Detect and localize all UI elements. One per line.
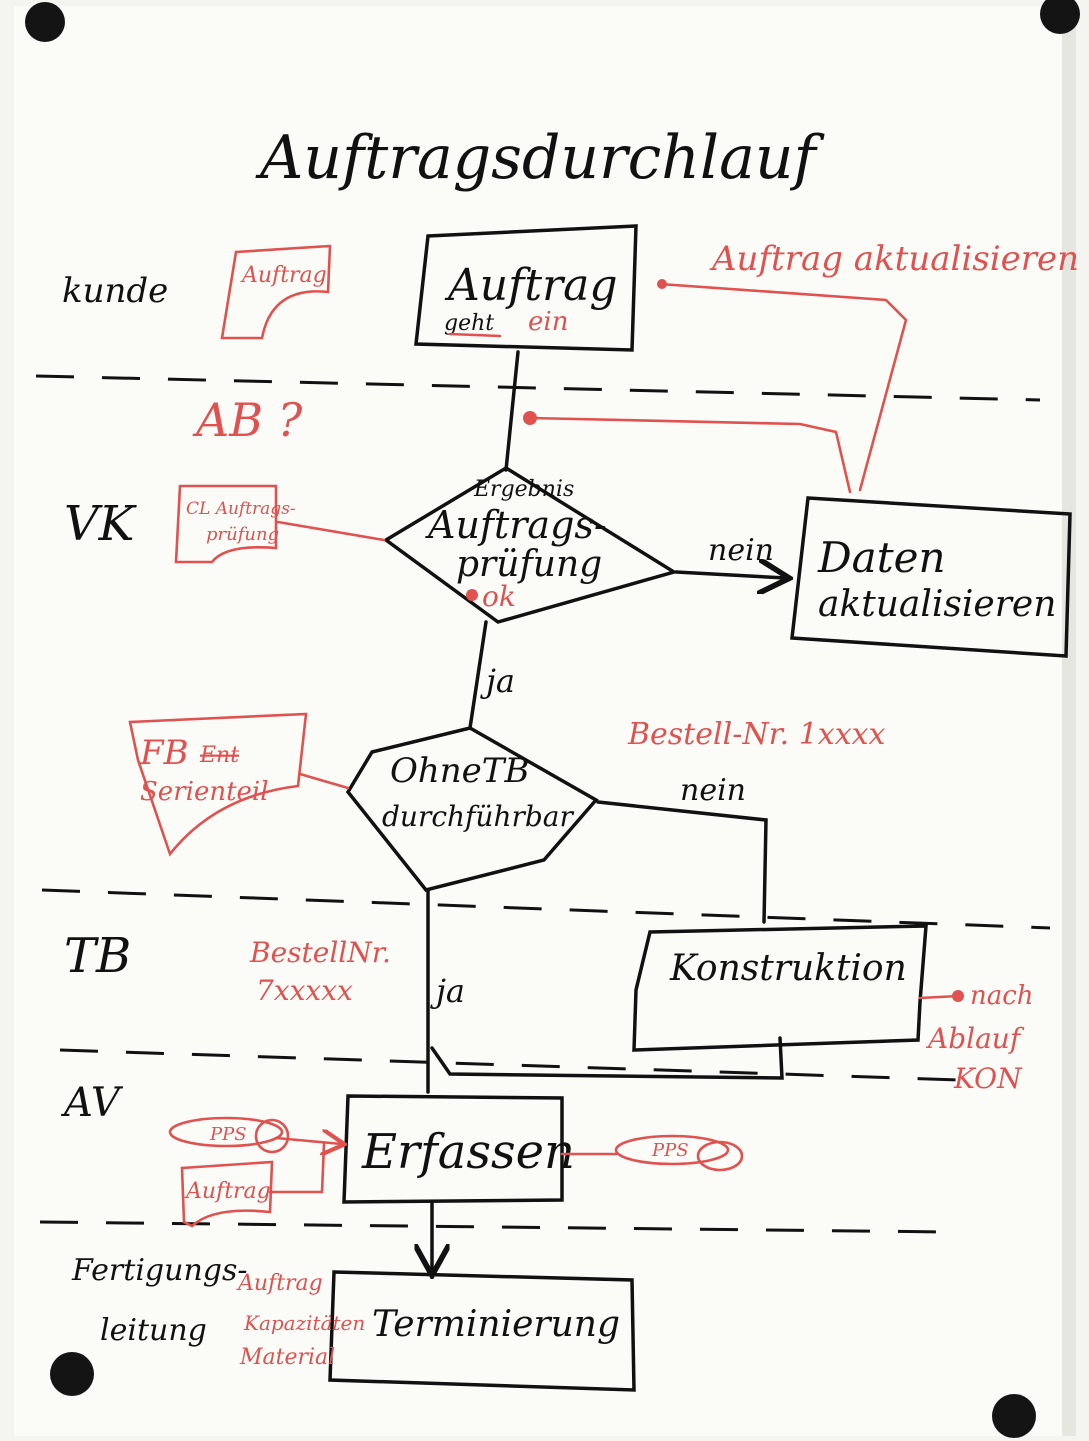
note-fb-strike: Ent: [199, 743, 239, 768]
doc-auftrag-kunde: [220, 244, 332, 340]
node-auftrag-sublabel-red: ein: [528, 307, 568, 337]
doc-fb-serienteil: [128, 712, 308, 857]
node-auftrag-sublabel: geht: [444, 311, 494, 336]
doc-auftrag-av: [180, 1160, 274, 1228]
node-auftrag-geht-ein: Auftrag geht ein: [414, 224, 638, 352]
note-cl-1: CL Auftrags-: [186, 499, 296, 519]
node-erfassen-label: Erfassen: [361, 1124, 575, 1180]
pin-bottom-right: [992, 1394, 1036, 1438]
connector-pruefung-to-ohne: [468, 620, 488, 730]
note-fb-1: FB: [139, 733, 189, 773]
storage-pps-left-end: [254, 1118, 290, 1154]
edge-label-nein-1: nein: [708, 533, 774, 568]
pin-top-right: [1040, 0, 1080, 34]
pin-bottom-left: [50, 1352, 94, 1396]
edge-label-ja-1: ja: [480, 662, 515, 700]
lane-separator-4: [39, 1220, 951, 1234]
note-side-2: Kapazitäten: [243, 1311, 365, 1335]
node-daten-aktualisieren: Daten aktualisieren: [790, 496, 1072, 658]
node-pruefung-label-2: prüfung: [456, 544, 602, 585]
storage-pps-right-end: [696, 1140, 744, 1172]
lane-separator-3: [59, 1048, 961, 1082]
red-dot-pruefung: [523, 411, 537, 425]
node-daten-label-1: Daten: [817, 533, 946, 582]
node-pruefung-label-1: Auftrags-: [425, 503, 607, 547]
note-ablauf: Ablauf: [925, 1022, 1025, 1055]
edge-label-ja-2: ja: [430, 972, 465, 1010]
storage-pps-right: [614, 1134, 730, 1166]
lane-separator-2: [41, 888, 1051, 930]
storage-pps-left: [168, 1116, 284, 1148]
doc-cl-auftragspruefung: [174, 484, 278, 564]
node-konstruktion-label: Konstruktion: [669, 948, 907, 989]
paper-shade-right: [1062, 6, 1076, 1436]
note-side-3: Material: [239, 1345, 335, 1370]
note-side-1: Auftrag: [236, 1271, 323, 1296]
connector-ohne-to-konstruktion: [596, 800, 768, 924]
lane-label-vk: VK: [64, 496, 138, 552]
red-line-cl-to-pruefung: [276, 520, 386, 542]
ok-marker-dot: [466, 589, 478, 601]
node-auftrag-label: Auftrag: [444, 260, 618, 311]
red-line-konstruktion-nach: [918, 994, 960, 1000]
connector-pruefung-to-daten: [674, 572, 786, 578]
node-daten-label-2: aktualisieren: [818, 584, 1056, 625]
note-auftrag-aktualisieren: Auftrag aktualisieren: [709, 239, 1079, 279]
red-underline-geht-ein: [448, 332, 502, 338]
note-bestell-1: Bestell-Nr. 1xxxx: [627, 717, 886, 752]
diagram-title: Auftragsdurchlauf: [255, 123, 826, 193]
red-dot-auftrag: [657, 279, 667, 289]
red-line-fb-to-ohne: [298, 772, 350, 790]
note-auftrag-doc2: Auftrag: [184, 1179, 271, 1204]
lane-label-fertigungs-2: leitung: [100, 1313, 207, 1348]
note-pps-left: PPS: [209, 1124, 247, 1145]
note-ab: AB ?: [192, 393, 303, 447]
red-line-auftrag-aktualisieren: [658, 282, 908, 492]
node-konstruktion: Konstruktion: [632, 924, 928, 1052]
note-bestell-2b: 7xxxxx: [256, 974, 353, 1007]
lane-label-kunde: kunde: [62, 271, 168, 311]
red-line-auftrag-to-erfassen: [268, 1142, 326, 1194]
connector-konstruktion-to-erfassen: [430, 1036, 784, 1080]
connector-auftrag-to-pruefung: [504, 350, 520, 472]
node-ohne-label-2: durchführbar: [382, 800, 574, 833]
node-terminierung-label: Terminierung: [372, 1304, 620, 1345]
note-fb-2: Serienteil: [140, 777, 269, 807]
lane-label-tb: TB: [64, 928, 131, 984]
paper-sheet: [14, 6, 1074, 1436]
node-terminierung: Terminierung: [328, 1270, 636, 1392]
node-ohne-tb-durchfuehrbar: OhneTB durchführbar: [345, 726, 599, 892]
red-dot-nach: [952, 990, 964, 1002]
lane-separator-1: [35, 374, 1041, 402]
node-pruefung-result: Ergebnis: [473, 477, 574, 502]
note-kon: KON: [953, 1062, 1023, 1095]
note-cl-2: prüfung: [206, 524, 279, 545]
lane-label-fertigungs-1: Fertigungs-: [71, 1253, 248, 1288]
node-ohne-label-1: OhneTB: [390, 751, 529, 791]
note-nach: nach: [970, 981, 1034, 1011]
pin-top-left: [25, 2, 65, 42]
note-bestell-2a: BestellNr.: [249, 936, 391, 969]
lane-label-av: AV: [60, 1080, 124, 1126]
node-pruefung-ok: ok: [482, 580, 516, 613]
red-line-daten-to-pruefung: [528, 416, 852, 494]
note-auftrag-doc: Auftrag: [240, 263, 327, 288]
edge-label-nein-2: nein: [680, 773, 746, 808]
node-auftragspruefung: Ergebnis Auftrags- prüfung ok: [382, 465, 679, 624]
note-pps-right: PPS: [651, 1140, 689, 1161]
node-erfassen: Erfassen: [342, 1094, 575, 1204]
